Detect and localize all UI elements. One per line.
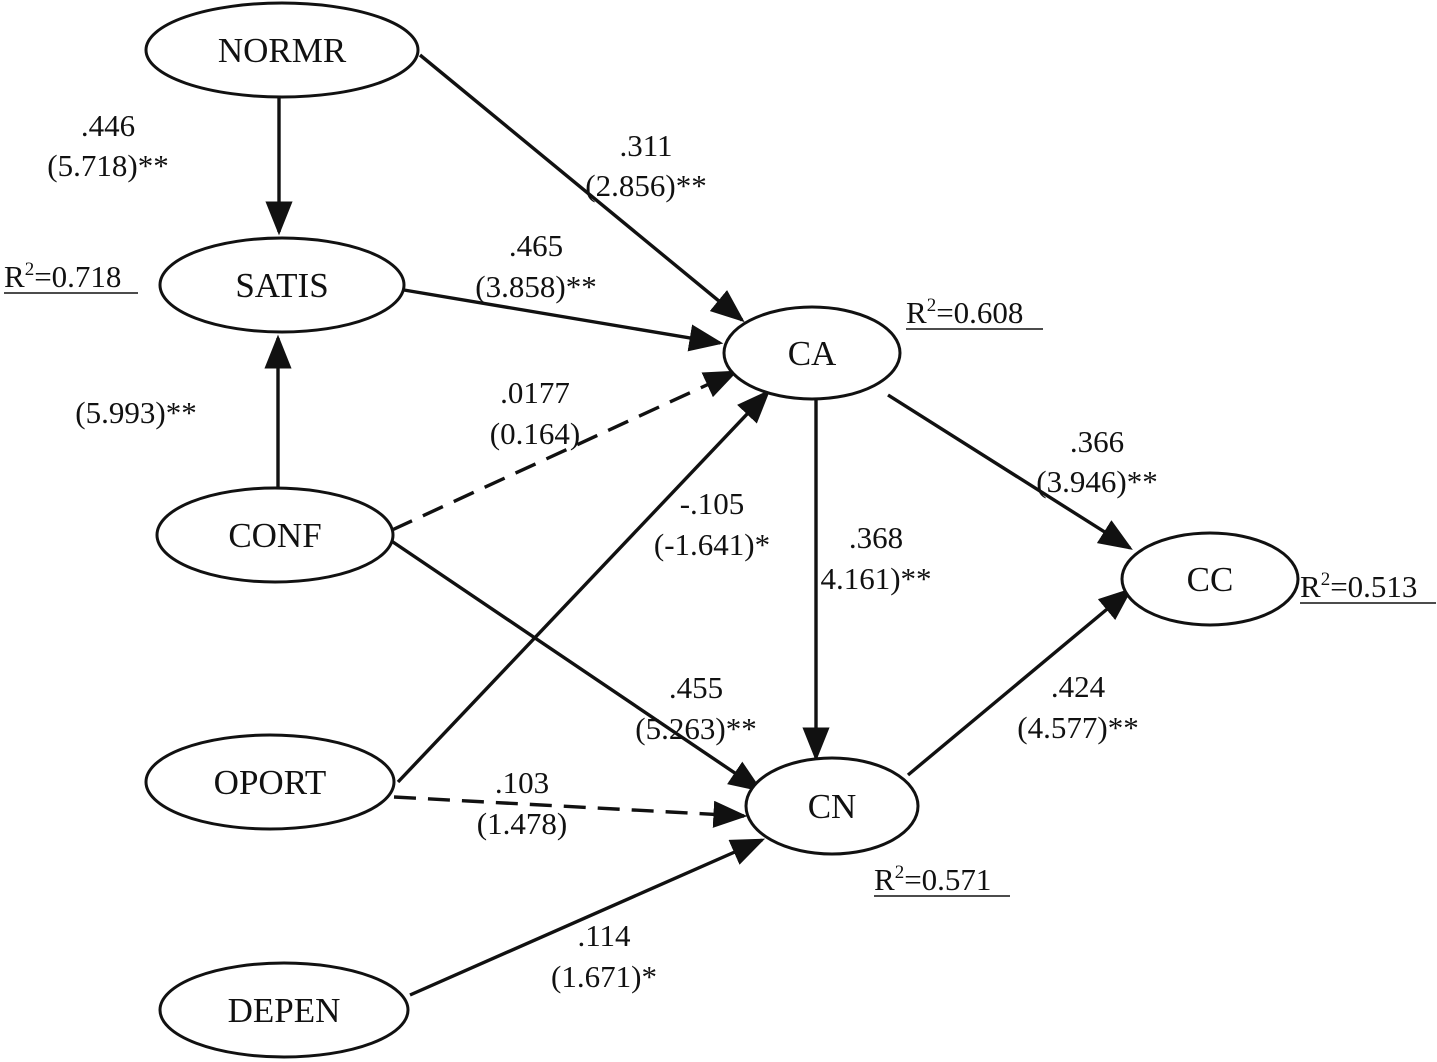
coef-label-cn-cc: .424 [1051, 669, 1106, 704]
edge-normr-ca [418, 53, 745, 323]
edge-satis-ca [403, 288, 724, 352]
node-label-conf: CONF [228, 516, 321, 555]
coef-label-normr-ca: .311 [619, 128, 672, 163]
t-stat-label-oport-ca: (-1.641)* [654, 527, 770, 562]
coef-label-normr-satis: .446 [81, 108, 135, 143]
coef-label-conf-cn: .455 [669, 670, 723, 705]
node-ellipse-oport [144, 733, 396, 831]
t-stat-label-satis-ca: (3.858)** [475, 269, 596, 304]
r-squared-value: =0.571 [904, 862, 991, 897]
r-squared-prefix: R [874, 862, 895, 897]
t-stat-label-ca-cn: 4.161)** [820, 561, 931, 596]
node-ellipse-ca [722, 305, 902, 401]
t-stat-label-oport-cn: (1.478) [477, 806, 567, 841]
node-ellipse-normr [144, 1, 420, 99]
t-stat-label-depen-cn: (1.671)* [551, 959, 657, 994]
t-stat-label-conf-satis: (5.993)** [75, 395, 196, 430]
node-label-normr: NORMR [218, 31, 347, 70]
node-oport: OPORT [144, 733, 396, 831]
node-normr: NORMR [144, 1, 420, 99]
r-squared-sup: 2 [1321, 569, 1331, 590]
r-squared-ca: R2=0.608 [906, 295, 1043, 330]
node-depen: DEPEN [158, 961, 410, 1059]
coef-label-ca-cn: .368 [849, 520, 903, 555]
edge-depen-cn [409, 838, 766, 997]
node-ellipse-satis [158, 236, 406, 334]
coef-label-satis-ca: .465 [509, 228, 563, 263]
r-squared-cn: R2=0.571 [874, 862, 1010, 897]
labels-layer: .446 (5.718)** .311 (2.856)** .465 (3.858)** (… [4, 108, 1436, 994]
edge-oport-cn [393, 795, 748, 828]
coef-label-oport-ca: -.105 [680, 486, 745, 521]
r-squared-value: =0.513 [1330, 569, 1417, 604]
edge-conf-ca [391, 370, 739, 532]
coef-label-oport-cn: .103 [495, 765, 549, 800]
t-stat-label-conf-ca: (0.164) [490, 416, 580, 451]
node-label-depen: DEPEN [228, 991, 341, 1030]
node-ellipse-conf [155, 486, 395, 584]
coef-label-depen-cn: .114 [577, 918, 631, 953]
node-satis: SATIS [158, 236, 406, 334]
node-label-oport: OPORT [214, 763, 327, 802]
nodes-layer: NORMR SATIS CONF OPORT DEPEN CA CN CC [144, 1, 1300, 1059]
t-stat-label-cn-cc: (4.577)** [1017, 710, 1138, 745]
edges-layer [264, 53, 1133, 997]
node-label-cn: CN [808, 787, 857, 826]
edge-ca-cc [887, 393, 1133, 550]
r-squared-sup: 2 [25, 259, 35, 280]
svg-text:R2=0.718: R2=0.718 [4, 259, 121, 294]
r-squared-satis: R2=0.718 [4, 259, 138, 294]
r-squared-value: =0.608 [936, 295, 1023, 330]
node-ellipse-cn [744, 756, 920, 856]
svg-text:R2=0.608: R2=0.608 [906, 295, 1023, 330]
r-squared-value: =0.718 [34, 259, 121, 294]
edge-cn-cc [906, 587, 1133, 777]
r-squared-prefix: R [906, 295, 927, 330]
t-stat-label-normr-satis: (5.718)** [47, 148, 168, 183]
edge-conf-cn [389, 538, 763, 792]
r-squared-prefix: R [4, 259, 25, 294]
node-ellipse-depen [158, 961, 410, 1059]
node-label-satis: SATIS [235, 266, 328, 305]
svg-text:R2=0.513: R2=0.513 [1300, 569, 1417, 604]
t-stat-label-conf-cn: (5.263)** [635, 711, 756, 746]
t-stat-label-ca-cc: (3.946)** [1036, 464, 1157, 499]
t-stat-label-normr-ca: (2.856)** [585, 168, 706, 203]
node-ca: CA [722, 305, 902, 401]
node-ellipse-cc [1120, 531, 1300, 627]
r-squared-sup: 2 [927, 295, 937, 316]
node-conf: CONF [155, 486, 395, 584]
r-squared-cc: R2=0.513 [1300, 569, 1436, 604]
r-squared-sup: 2 [895, 862, 905, 883]
node-label-ca: CA [788, 334, 837, 373]
node-cc: CC [1120, 531, 1300, 627]
svg-text:R2=0.571: R2=0.571 [874, 862, 991, 897]
node-label-cc: CC [1187, 560, 1234, 599]
coef-label-ca-cc: .366 [1070, 424, 1124, 459]
r-squared-prefix: R [1300, 569, 1321, 604]
edge-oport-ca [396, 389, 771, 784]
coef-label-conf-ca: .0177 [500, 375, 570, 410]
node-cn: CN [744, 756, 920, 856]
